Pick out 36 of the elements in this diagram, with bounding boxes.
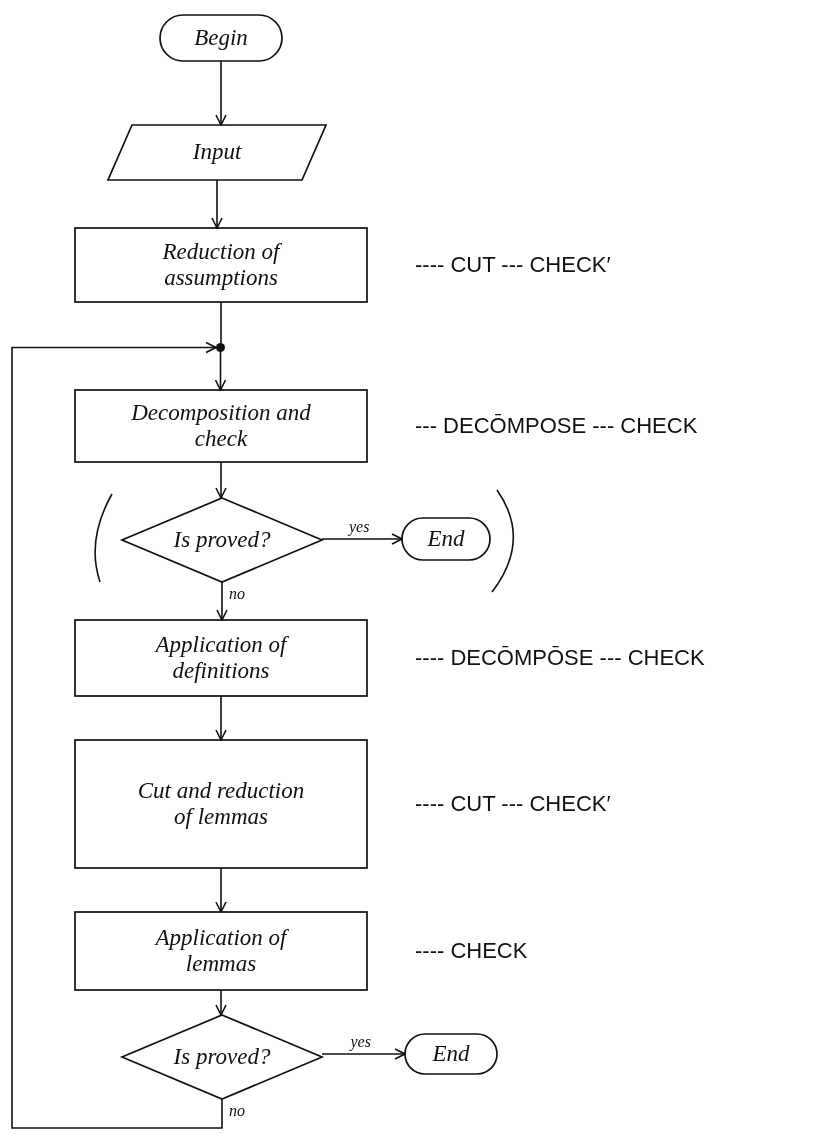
arrow <box>215 989 227 1016</box>
process-box <box>75 912 367 990</box>
operation-note: ---- DECŌMPŌSE --- CHECK <box>415 645 705 671</box>
arrow <box>11 341 223 1129</box>
operation-note: ---- CUT --- CHECK′ <box>415 252 611 278</box>
node-label: Reduction of assumptions <box>161 238 283 292</box>
arrow <box>215 60 227 126</box>
node-label: End <box>427 525 465 553</box>
node-label: Application of definitions <box>153 631 290 685</box>
junction-dot <box>216 343 225 352</box>
arrow <box>216 581 228 621</box>
node-label: Is proved? <box>173 1043 271 1071</box>
operation-note: ---- CHECK <box>415 938 528 964</box>
process-box <box>75 740 367 868</box>
arrow <box>321 1048 406 1060</box>
node-label: Is proved? <box>173 526 271 554</box>
arrow <box>214 351 227 391</box>
decision-diamond <box>122 1015 322 1099</box>
arrow <box>211 179 223 229</box>
operation-note: ---- CUT --- CHECK′ <box>415 791 611 817</box>
node-label: Cut and reduction of lemmas <box>136 777 306 831</box>
arrow <box>215 461 227 499</box>
node-label: Input <box>192 139 242 166</box>
process-box <box>75 620 367 696</box>
node-label: End <box>432 1040 470 1068</box>
input-parallelogram <box>108 125 326 180</box>
operation-note: --- DECŌMPOSE --- CHECK <box>415 413 698 439</box>
process-box <box>75 390 367 462</box>
arrow <box>215 867 227 913</box>
decision-diamond <box>122 498 322 582</box>
process-box <box>75 228 367 302</box>
node-label: Application of lemmas <box>153 924 290 978</box>
node-label: Begin <box>194 24 248 52</box>
arrow <box>321 533 403 545</box>
arrow <box>215 695 227 741</box>
node-label: Decomposition and check <box>131 399 311 453</box>
